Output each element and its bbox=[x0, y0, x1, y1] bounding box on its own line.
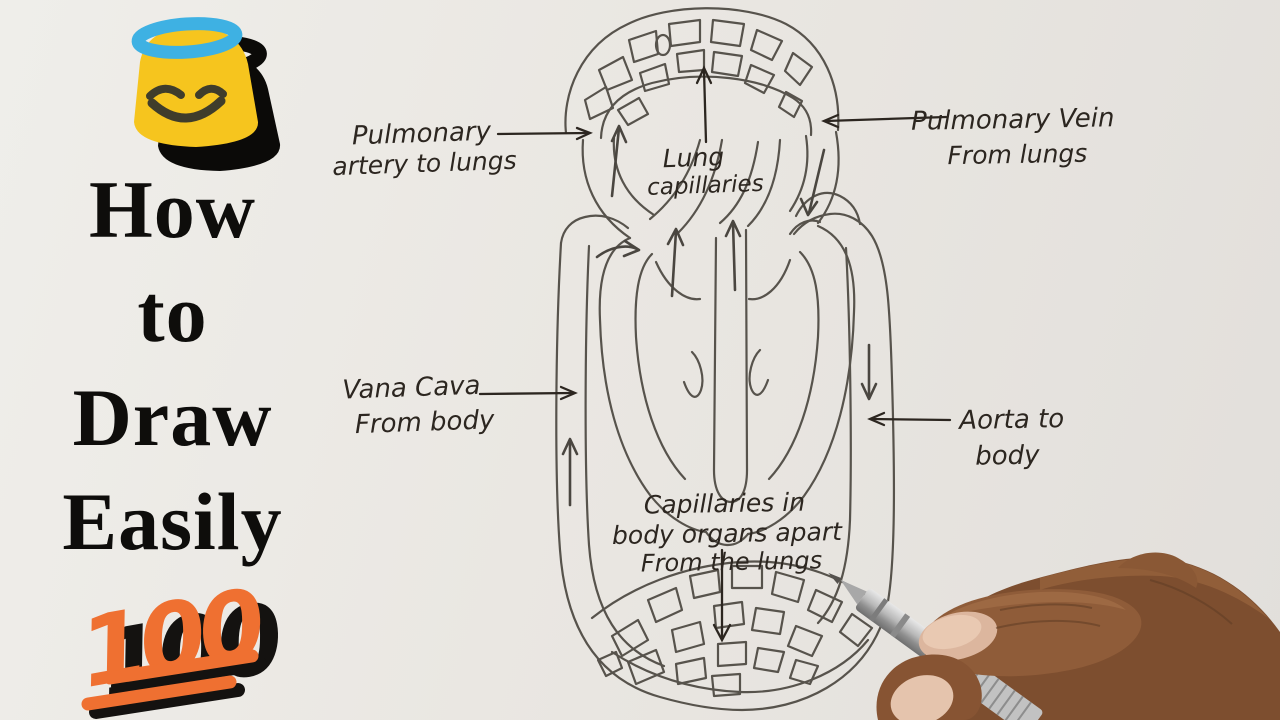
label-lung-capillaries-line1: Lung bbox=[662, 142, 724, 173]
index-finger bbox=[921, 589, 1142, 677]
lung-capillary-bed bbox=[564, 7, 840, 140]
label-body-capillaries: Capillaries in body organs apart From th… bbox=[612, 488, 844, 578]
label-pulmonary-vein-line1: Pulmonary Vein bbox=[911, 103, 1115, 137]
pencil-cone bbox=[840, 579, 867, 605]
hand-highlight bbox=[1040, 558, 1268, 618]
thumb-nail bbox=[890, 675, 954, 720]
flow-arrows bbox=[561, 124, 878, 507]
label-aorta-line1: Aorta to bbox=[957, 404, 1064, 436]
angel-face-features bbox=[146, 84, 227, 123]
diagram-labels: Pulmonary artery to lungs Lung capillari… bbox=[332, 65, 1115, 643]
pencil-band2 bbox=[889, 613, 911, 638]
heart bbox=[598, 224, 856, 547]
hundred-emoji: 100 100 bbox=[71, 568, 289, 720]
hand-creases bbox=[995, 579, 1233, 629]
label-pulmonary-artery-line1: Pulmonary bbox=[351, 117, 492, 152]
pencil-lead bbox=[828, 572, 842, 584]
label-lung-capillaries: Lung capillaries bbox=[647, 142, 764, 201]
label-vena-cava-line2: From body bbox=[354, 405, 495, 440]
label-vena-cava: Vana Cava From body bbox=[342, 371, 496, 440]
hand-photo bbox=[828, 552, 1280, 720]
index-finger-highlight bbox=[940, 591, 1126, 620]
title-line-3: Draw bbox=[72, 372, 273, 463]
circulation-diagram bbox=[555, 7, 896, 712]
label-aorta: Aorta to body bbox=[957, 404, 1064, 472]
title-line-2: to bbox=[137, 268, 208, 359]
angel-emoji bbox=[131, 17, 281, 171]
title-line-4: Easily bbox=[62, 476, 283, 567]
label-pulmonary-vein-line2: From lungs bbox=[947, 139, 1087, 170]
index-fingernail-shine bbox=[922, 614, 982, 650]
angel-halo-icon bbox=[131, 17, 243, 59]
systemic-loop bbox=[555, 191, 896, 712]
label-vena-cava-line1: Vana Cava bbox=[342, 371, 481, 406]
video-title: How to Draw Easily bbox=[0, 158, 345, 574]
pencil-band1 bbox=[868, 598, 889, 623]
label-pulmonary-artery-line2: artery to lungs bbox=[332, 146, 517, 181]
hundred-underlines bbox=[81, 649, 267, 719]
label-aorta-line2: body bbox=[975, 441, 1040, 472]
label-pulmonary-artery: Pulmonary artery to lungs bbox=[332, 117, 517, 182]
title-line-1: How bbox=[89, 164, 256, 255]
label-pulmonary-vein: Pulmonary Vein From lungs bbox=[911, 103, 1115, 170]
pencil-grip bbox=[959, 663, 1043, 720]
label-lung-capillaries-line2: capillaries bbox=[647, 171, 764, 201]
label-body-capillaries-line3: From the lungs bbox=[641, 546, 823, 577]
label-body-capillaries-line2: body organs apart bbox=[612, 517, 844, 550]
label-body-capillaries-line1: Capillaries in bbox=[644, 488, 806, 520]
thumb-knuckle bbox=[1118, 552, 1198, 588]
label-arrows bbox=[478, 65, 952, 643]
